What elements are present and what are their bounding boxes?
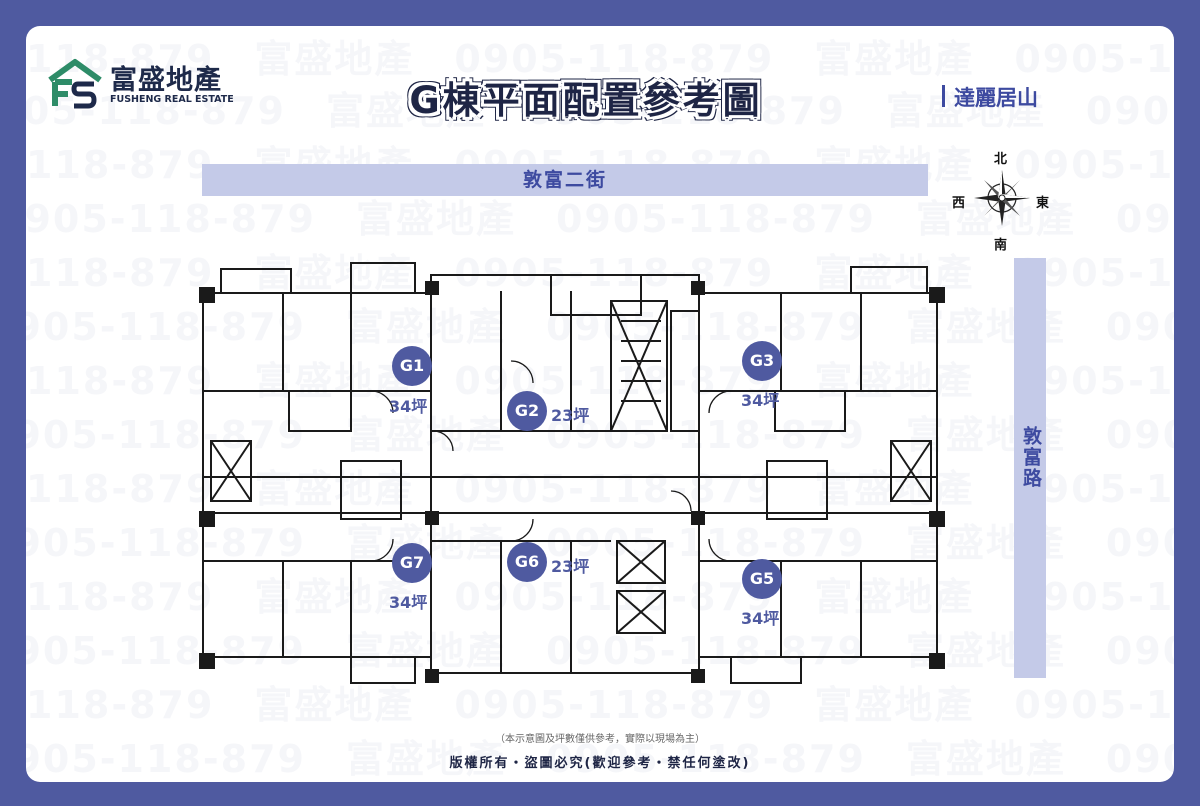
- unit-badge-g3: G3: [742, 341, 782, 381]
- compass-north-label: 北: [994, 152, 1008, 167]
- company-logo: 富盛地產 FUSHENG REAL ESTATE: [46, 54, 276, 114]
- house-fs-logo-icon: [48, 59, 102, 109]
- unit-area-g6: 23坪: [551, 557, 590, 576]
- copyright-notice: 版權所有・盜圖必究(歡迎參考・禁任何塗改): [449, 756, 751, 771]
- logo-name-en: FUSHENG REAL ESTATE: [110, 94, 234, 105]
- unit-badge-g2: G2: [507, 391, 547, 431]
- logo-name-cn: 富盛地產: [110, 65, 222, 96]
- floor-plan: G1 34坪 G2 23坪 G3 34坪 G7 34坪 G6 23坪 G5 34…: [171, 241, 951, 700]
- unit-badge-g5: G5: [742, 559, 782, 599]
- unit-area-g5: 34坪: [741, 609, 780, 628]
- page-title: G棟平面配置參考圖: [409, 79, 763, 122]
- unit-area-g7: 34坪: [389, 593, 428, 612]
- unit-area-g1: 34坪: [389, 397, 428, 416]
- compass: 北 西 東 南: [952, 144, 1052, 254]
- compass-south-label: 南: [994, 238, 1008, 253]
- compass-west-label: 西: [952, 196, 966, 211]
- street-bar-right: 敦富路: [1014, 258, 1046, 678]
- floor-plan-drawing: [199, 262, 945, 684]
- street-label-top: 敦富二街: [202, 164, 928, 196]
- unit-badge-g1: G1: [392, 346, 432, 386]
- project-name: 達麗居山: [942, 82, 1038, 112]
- unit-area-g2: 23坪: [551, 406, 590, 425]
- disclaimer-note: （本示意圖及坪數僅供參考，實際以現場為主）: [495, 734, 705, 745]
- compass-rose-icon: [974, 170, 1030, 226]
- floor-plan-card: 118-879 富盛地產 0905-118-879 富盛地產 0905-118-…: [26, 26, 1174, 782]
- unit-badge-g7: G7: [392, 543, 432, 583]
- compass-east-label: 東: [1036, 196, 1050, 211]
- unit-area-g3: 34坪: [741, 391, 780, 410]
- street-label-right: 敦富路: [1020, 426, 1042, 489]
- unit-badge-g6: G6: [507, 542, 547, 582]
